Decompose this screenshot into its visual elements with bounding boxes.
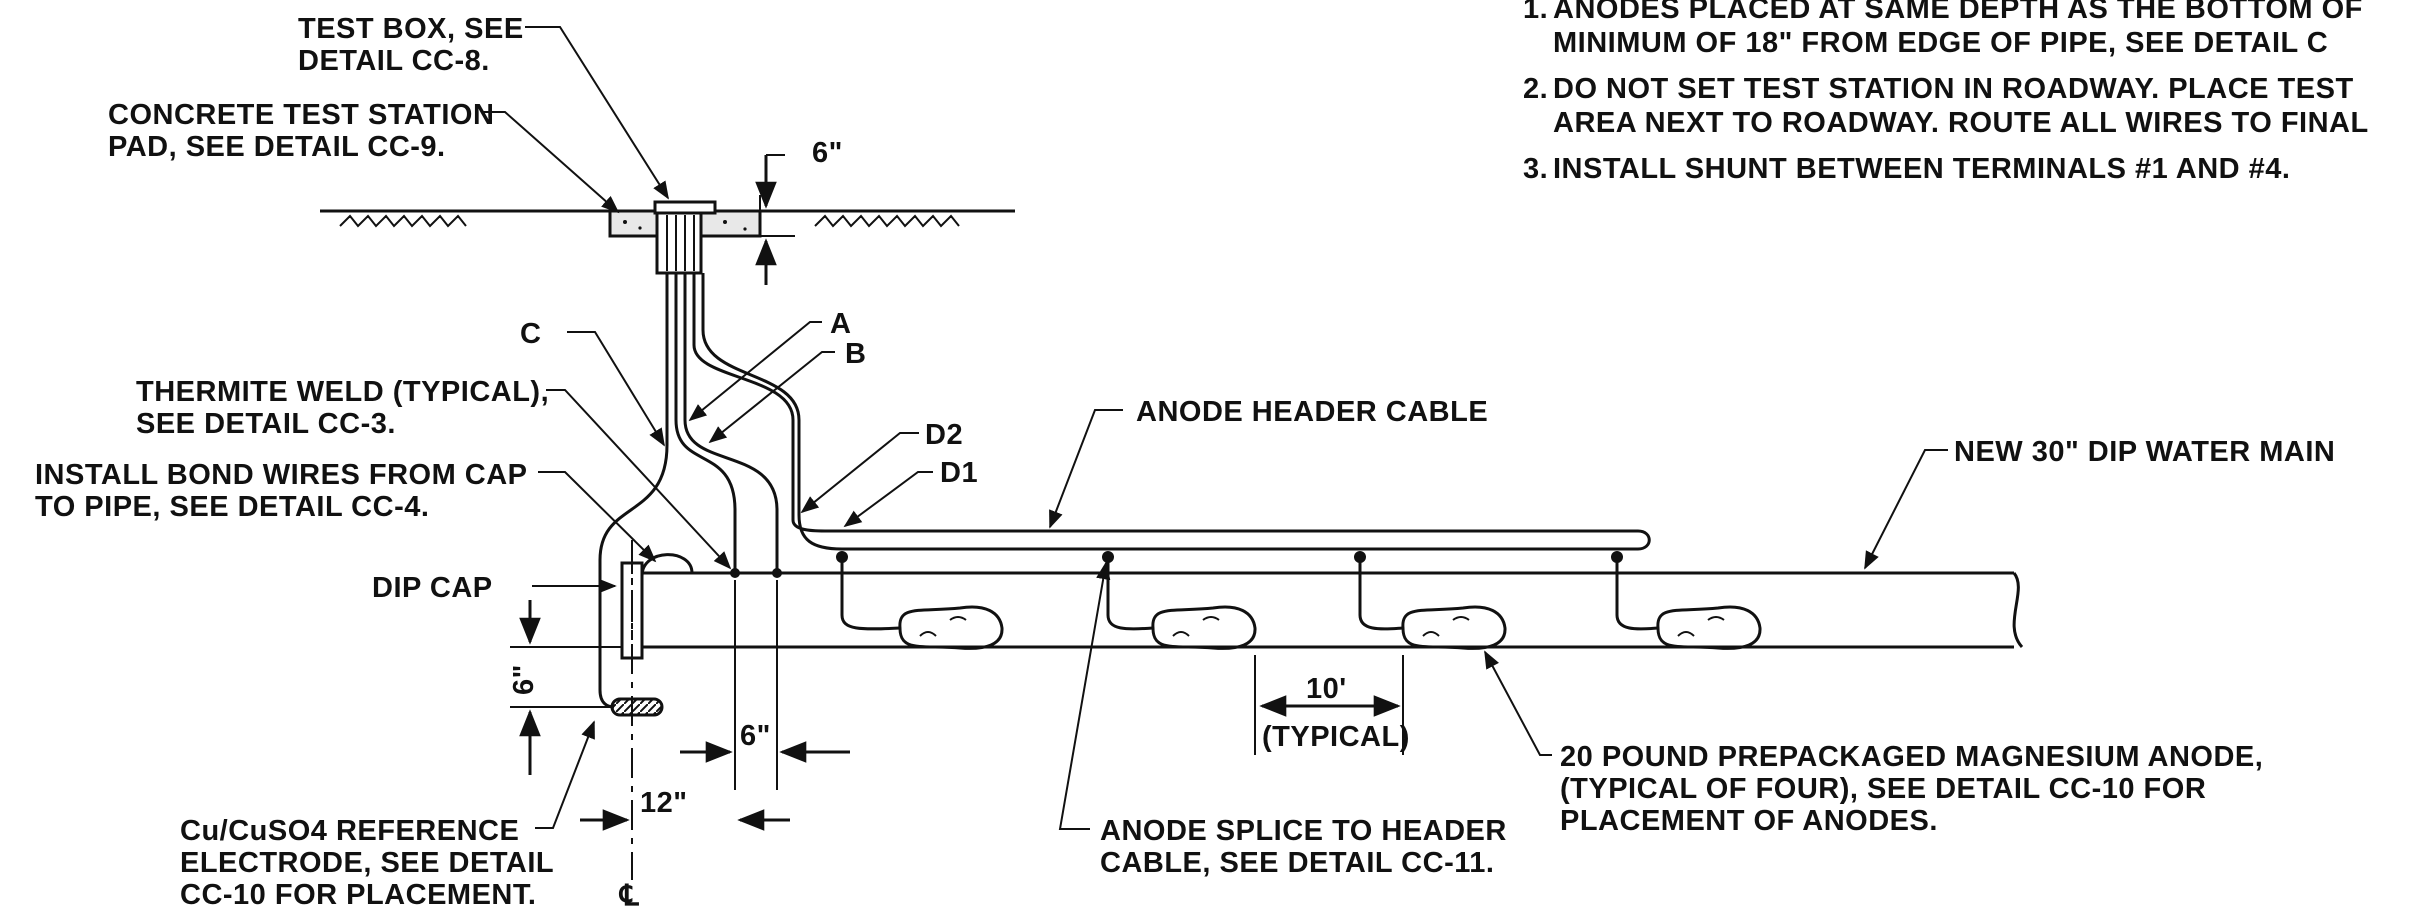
electrode-vertical-dimension: 6" — [508, 664, 540, 695]
thermite-weld-points — [730, 568, 782, 578]
dimension-anode-spacing: 10' (TYPICAL) — [1254, 655, 1410, 755]
magnesium-anode-label-line2: (TYPICAL OF FOUR), SEE DETAIL CC-10 FOR — [1560, 773, 2206, 805]
dimension-electrode-horizontal: 12" — [580, 787, 790, 831]
reference-electrode — [610, 697, 664, 717]
thermite-weld-label-line1: THERMITE WELD (TYPICAL), — [136, 376, 549, 408]
test-box-label-line2: DETAIL CC-8. — [298, 45, 490, 77]
dip-cap-label: DIP CAP — [372, 572, 493, 604]
note-2-line2: AREA NEXT TO ROADWAY. ROUTE ALL WIRES TO… — [1553, 107, 2369, 139]
centerline: ℄ — [618, 540, 639, 909]
bond-wires-label-line2: TO PIPE, SEE DETAIL CC-4. — [35, 491, 429, 523]
bond-wires-label-line1: INSTALL BOND WIRES FROM CAP — [35, 459, 528, 491]
note-2-line1: DO NOT SET TEST STATION IN ROADWAY. PLAC… — [1553, 73, 2354, 105]
wire-c-label: C — [520, 318, 541, 350]
magnesium-anode-label-line3: PLACEMENT OF ANODES. — [1560, 805, 1938, 837]
dimension-weld-spacing: 6" — [680, 580, 850, 790]
concrete-pad-label-line2: PAD, SEE DETAIL CC-9. — [108, 131, 446, 163]
water-main-label: NEW 30" DIP WATER MAIN — [1954, 436, 2335, 468]
ground-surface — [320, 209, 1015, 228]
thermite-weld-label-line2: SEE DETAIL CC-3. — [136, 408, 396, 440]
anode-2 — [1102, 551, 1257, 650]
wire-b-label: B — [845, 338, 866, 370]
anode-splice-label-line1: ANODE SPLICE TO HEADER — [1100, 815, 1507, 847]
note-3-number: 3. — [1523, 153, 1548, 185]
magnesium-anode-label-line1: 20 POUND PREPACKAGED MAGNESIUM ANODE, — [1560, 741, 2263, 773]
anode-splice-label-line2: CABLE, SEE DETAIL CC-11. — [1100, 847, 1494, 879]
callout-labels: TEST BOX, SEE DETAIL CC-8. CONCRETE TEST… — [35, 13, 2335, 909]
reference-electrode-label-line3: CC-10 FOR PLACEMENT. — [180, 879, 536, 909]
anode-spacing-dimension: 10' — [1306, 673, 1347, 705]
note-1-number: 1. — [1523, 0, 1548, 25]
note-1-line2: MINIMUM OF 18" FROM EDGE OF PIPE, SEE DE… — [1553, 27, 2328, 59]
test-box — [653, 200, 717, 275]
pad-depth-dimension: 6" — [812, 137, 843, 169]
weld-spacing-dimension: 6" — [740, 720, 771, 752]
anode-header-cable-label: ANODE HEADER CABLE — [1136, 396, 1488, 428]
anode-1 — [836, 551, 1004, 650]
electrode-horizontal-dimension: 12" — [640, 787, 688, 819]
water-main-pipe — [632, 571, 2024, 649]
magnesium-anodes — [836, 551, 1762, 650]
dimension-electrode-vertical: 6" — [508, 600, 622, 775]
anode-4 — [1611, 551, 1762, 650]
reference-electrode-label-line1: Cu/CuSO4 REFERENCE — [180, 815, 519, 847]
concrete-pad-label-line1: CONCRETE TEST STATION — [108, 99, 494, 131]
general-notes: 1. ANODES PLACED AT SAME DEPTH AS THE BO… — [1523, 0, 2369, 185]
note-3-line1: INSTALL SHUNT BETWEEN TERMINALS #1 AND #… — [1553, 153, 2290, 185]
note-2-number: 2. — [1523, 73, 1548, 105]
test-box-label-line1: TEST BOX, SEE — [298, 13, 524, 45]
wire-d1-label: D1 — [940, 457, 978, 489]
anode-spacing-note: (TYPICAL) — [1262, 721, 1410, 753]
anode-3 — [1354, 551, 1507, 650]
centerline-symbol: ℄ — [618, 880, 639, 909]
wire-a-label: A — [830, 308, 851, 340]
dimension-pad-depth: 6" — [755, 137, 843, 285]
reference-electrode-label-line2: ELECTRODE, SEE DETAIL — [180, 847, 554, 879]
test-station-wires — [598, 273, 1651, 709]
leader-lines — [481, 26, 1948, 830]
wire-d2-label: D2 — [925, 419, 963, 451]
note-1-line1: ANODES PLACED AT SAME DEPTH AS THE BOTTO… — [1553, 0, 2363, 25]
